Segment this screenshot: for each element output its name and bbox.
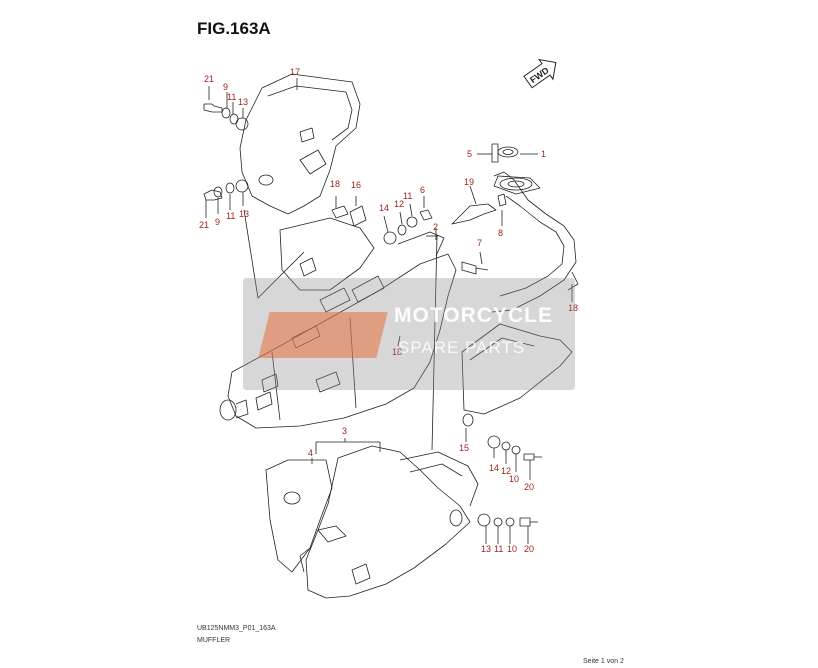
callout-11-lower-left: 11 [226,211,235,221]
callout-2: 2 [433,222,438,232]
callout-13-lower: 13 [239,209,249,219]
shield-bolt-hole [258,174,274,186]
callout-12-lower: 12 [501,466,511,476]
callout-11-upper-left: 11 [227,92,236,102]
callout-11-bottom: 11 [494,544,503,554]
callout-12-middle: 12 [394,199,404,209]
callout-10-lower: 10 [507,544,517,554]
figure-name: MUFFLER [197,637,231,644]
exhaust-pipe [451,143,579,313]
callout-19: 19 [464,177,474,187]
heat-shield-outline [239,73,361,215]
watermark-logo [258,312,388,358]
callout-9-upper: 9 [223,82,228,92]
watermark-brand: MOTORCYCLE [394,304,553,327]
callout-21-upper: 21 [204,74,214,84]
callout-6: 6 [420,185,425,195]
callout-5: 5 [467,149,472,159]
callout-21-lower: 21 [199,220,209,230]
figure-title: FIG.163A [197,19,271,38]
callout-9-lower: 9 [215,217,220,227]
mounting-bracket [426,235,573,451]
callout-18-upper: 18 [330,179,340,189]
callout-labels: 1 2 3 4 5 6 7 8 9 9 10 10 11 11 11 11 12… [199,67,578,554]
callout-15: 15 [459,443,469,453]
callout-18-middle: 18 [392,347,402,357]
lower-shield-outer [299,445,479,599]
callout-3-bracket [311,438,381,464]
callout-10-upper: 10 [509,474,519,484]
callout-20-lower: 20 [524,544,534,554]
callout-3: 3 [342,426,347,436]
forward-arrow: FWD [523,58,557,89]
callout-18-right: 18 [568,303,578,313]
callout-1: 1 [541,149,546,159]
fastener-cluster-lower [477,435,542,544]
fastener-cluster-middle [331,196,433,245]
callout-16: 16 [351,180,361,190]
figure-code: UB125NMM3_P01_163A [197,625,276,632]
lower-shield-inner [265,459,333,573]
page-indicator: Seite 1 von 2 [583,658,624,665]
watermark-subtitle: SPARE PARTS [398,338,526,357]
callout-11-middle: 11 [403,191,412,201]
callout-13-upper: 13 [238,97,248,107]
callout-13-bottom: 13 [481,544,491,554]
callout-7: 7 [477,238,482,248]
callout-20-upper: 20 [524,482,534,492]
callout-14-middle: 14 [379,203,389,213]
fastener-cluster-upper [203,86,249,218]
callout-14-lower: 14 [489,463,499,473]
callout-17: 17 [290,67,300,77]
callout-8: 8 [498,228,503,238]
callout-4: 4 [308,448,313,458]
